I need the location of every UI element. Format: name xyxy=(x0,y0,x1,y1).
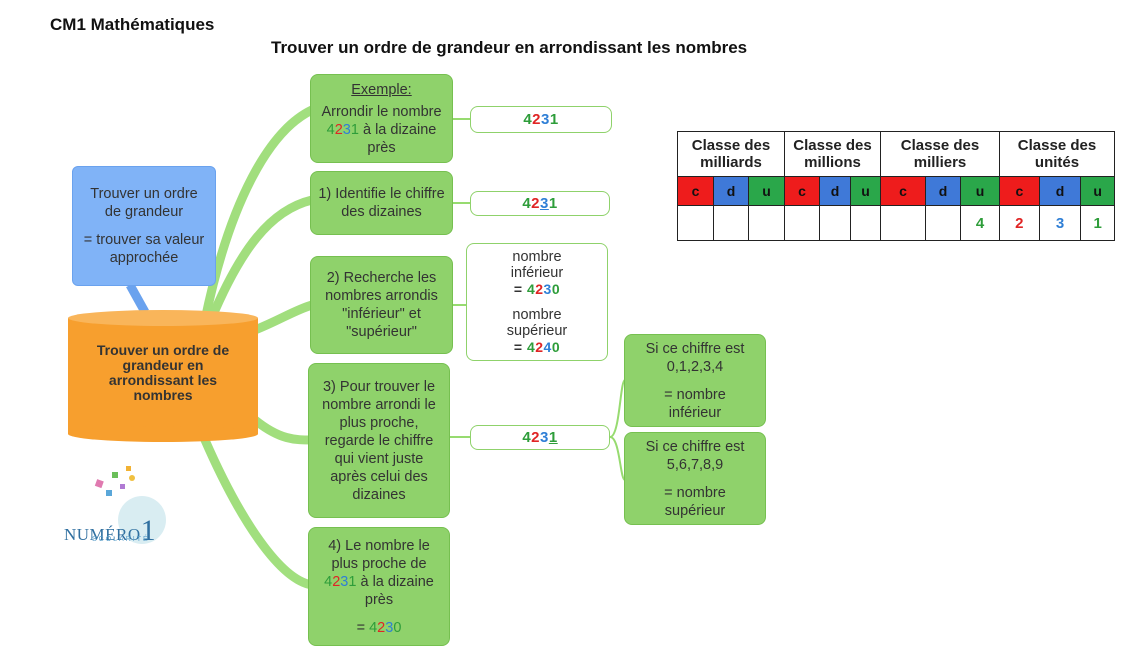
step3-result-box: 4231 xyxy=(470,425,610,450)
step3-text: 3) Pour trouver le nombre arrondi le plu… xyxy=(322,378,436,503)
value-cell-units: 1 xyxy=(1080,205,1115,241)
step2-lower-label: nombre inférieur xyxy=(510,249,564,281)
value-cell xyxy=(850,205,881,241)
numero1-logo: NUMÉRO1 SCOLARITÉ xyxy=(62,460,172,555)
step4-text-before: 4) Le nombre le plus proche de xyxy=(328,537,430,572)
letter-cell: d xyxy=(819,176,851,206)
value-cell xyxy=(677,205,714,241)
step1-result-box: 4231 xyxy=(470,191,610,216)
value-row: 4 2 3 1 xyxy=(677,205,1115,241)
example-digit-hundreds: 2 xyxy=(334,121,343,138)
branch-definition xyxy=(126,282,149,315)
value-cell xyxy=(880,205,926,241)
place-value-table: Classe des milliards Classe des millions… xyxy=(677,131,1115,241)
step2-box: 2) Recherche les nombres arrondis "infér… xyxy=(310,256,453,354)
class-milliers: Classe des milliers xyxy=(880,131,1000,177)
rule-high-line1: Si ce chiffre est 5,6,7,8,9 xyxy=(645,438,745,473)
example-result-box: 4231 xyxy=(470,106,612,133)
letter-cell: d xyxy=(925,176,961,206)
central-label: Trouver un ordre de grandeur en arrondis… xyxy=(96,342,230,403)
value-cell-tens: 3 xyxy=(1038,205,1082,241)
value-cell xyxy=(925,205,961,241)
central-topic: Trouver un ordre de grandeur en arrondis… xyxy=(88,340,238,406)
definition-line1: Trouver un ordre de grandeur xyxy=(90,186,198,220)
letter-cell: c xyxy=(880,176,926,206)
branch-step2 xyxy=(250,300,317,335)
letter-cell: c xyxy=(784,176,820,206)
central-cylinder xyxy=(68,310,258,442)
class-header-row: Classe des milliards Classe des millions… xyxy=(677,131,1115,177)
example-number-line: 4231 à la dizaine près xyxy=(311,121,452,157)
definition-line2: = trouver sa valeur approchée xyxy=(83,232,205,266)
class-milliards: Classe des milliards xyxy=(677,131,785,177)
step2-upper-value: = 4240 xyxy=(513,339,561,355)
step2-text: 2) Recherche les nombres arrondis "infér… xyxy=(325,270,438,340)
step4-text-after: à la dizaine près xyxy=(360,573,434,608)
example-digit-units: 1 xyxy=(350,121,359,138)
example-text-before: Arrondir le nombre xyxy=(321,103,442,120)
step2-lower-value: = 4230 xyxy=(513,281,561,297)
letter-cell: d xyxy=(1038,176,1082,206)
step4-number-line: 4231 à la dizaine près xyxy=(324,573,434,608)
branch-step3 xyxy=(250,415,317,445)
letter-cell: c xyxy=(677,176,714,206)
letter-cell: c xyxy=(999,176,1040,206)
logo-word: NUMÉRO xyxy=(64,525,141,544)
class-unites: Classe des unités xyxy=(999,131,1115,177)
class-millions: Classe des millions xyxy=(784,131,881,177)
subject-heading: CM1 Mathématiques xyxy=(50,15,215,34)
letter-cell: u xyxy=(1080,176,1115,206)
rule-low-line1: Si ce chiffre est 0,1,2,3,4 xyxy=(645,340,745,375)
logo-digit: 1 xyxy=(140,514,157,547)
link-rules xyxy=(609,379,626,481)
example-result: 4231 xyxy=(523,110,559,128)
rule-low-line2: = nombre inférieur xyxy=(664,386,726,421)
logo-text: NUMÉRO1 xyxy=(64,514,156,548)
page-title: Trouver un ordre de grandeur en arrondis… xyxy=(271,38,748,57)
value-cell xyxy=(748,205,785,241)
example-digit-thousands: 4 xyxy=(326,121,335,138)
branch-step4 xyxy=(200,435,317,590)
example-text-after: à la dizaine près xyxy=(362,121,437,156)
example-digit-tens: 3 xyxy=(342,121,351,138)
value-cell-hundreds: 2 xyxy=(999,205,1040,241)
step4-box: 4) Le nombre le plus proche de 4231 à la… xyxy=(308,527,450,646)
step1-box: 1) Identifie le chiffre des dizaines xyxy=(310,171,453,235)
step1-result: 4231 xyxy=(522,194,558,212)
letter-cell: u xyxy=(850,176,881,206)
example-heading: Exemple: xyxy=(351,81,412,98)
step3-result: 4231 xyxy=(522,428,558,446)
example-box: Exemple: Arrondir le nombre 4231 à la di… xyxy=(310,74,453,163)
rule-low-box: Si ce chiffre est 0,1,2,3,4 = nombre inf… xyxy=(624,334,766,427)
value-cell-thousands: 4 xyxy=(960,205,1000,241)
letter-row: c d u c d u c d u c d u xyxy=(677,176,1115,206)
step3-box: 3) Pour trouver le nombre arrondi le plu… xyxy=(308,363,450,518)
step2-upper-label: nombre supérieur xyxy=(506,307,568,339)
step1-text: 1) Identifie le chiffre des dizaines xyxy=(318,186,445,220)
letter-cell: u xyxy=(748,176,785,206)
letter-cell: d xyxy=(713,176,749,206)
rule-high-box: Si ce chiffre est 5,6,7,8,9 = nombre sup… xyxy=(624,432,766,525)
logo-graphic xyxy=(94,466,166,544)
value-cell xyxy=(784,205,820,241)
value-cell xyxy=(713,205,749,241)
definition-box: Trouver un ordre de grandeur = trouver s… xyxy=(72,166,216,286)
step4-result: = 4230 xyxy=(356,619,402,636)
value-cell xyxy=(819,205,851,241)
letter-cell: u xyxy=(960,176,1000,206)
step2-result-box: nombre inférieur = 4230 nombre supérieur… xyxy=(466,243,608,361)
rule-high-line2: = nombre supérieur xyxy=(664,484,726,519)
logo-subtitle: SCOLARITÉ xyxy=(92,536,150,543)
branch-step1 xyxy=(205,195,317,327)
